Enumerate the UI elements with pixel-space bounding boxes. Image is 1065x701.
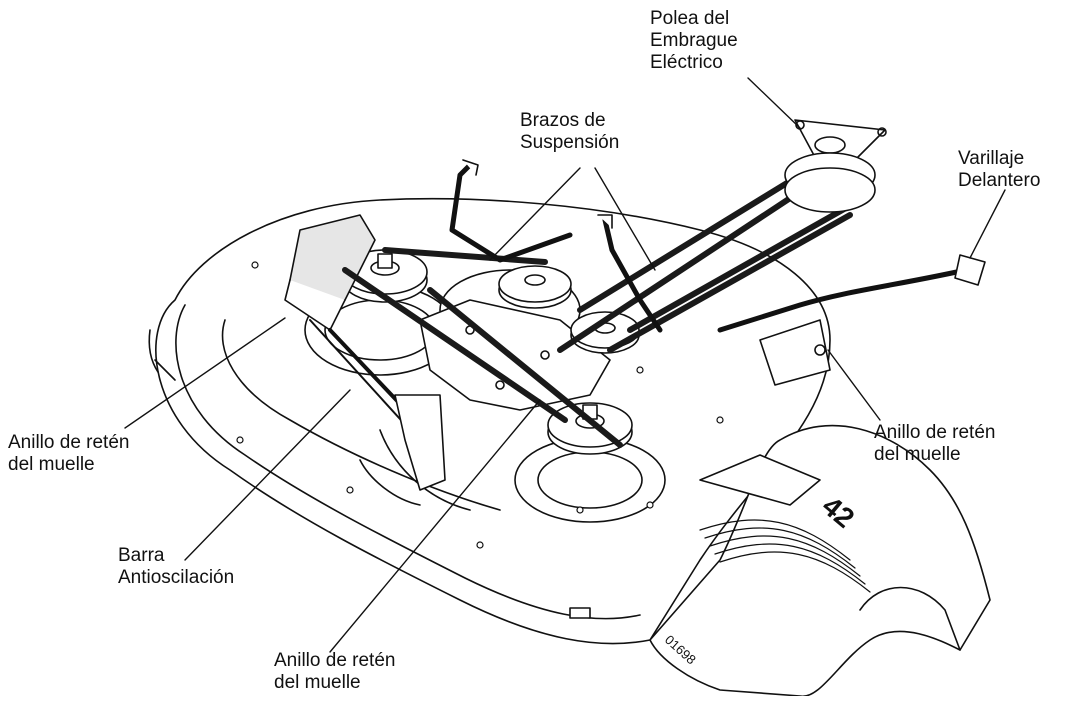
label-anillo-izquierdo: Anillo de retén del muelle xyxy=(8,432,129,476)
label-varillaje-delantero: Varillaje Delantero xyxy=(958,148,1040,192)
suspension-arm-right xyxy=(602,217,663,333)
label-line: Embrague xyxy=(650,30,738,51)
label-line: Anillo de retén xyxy=(8,432,130,453)
label-barra-antioscilacion: Barra Antioscilación xyxy=(118,545,234,589)
label-line: Suspensión xyxy=(520,132,620,153)
label-brazos-suspension: Brazos de Suspensión xyxy=(520,110,619,154)
label-line: Barra xyxy=(118,545,165,566)
label-line: Delantero xyxy=(958,170,1041,191)
drive-belts xyxy=(342,172,863,448)
deck-rim xyxy=(175,304,641,620)
label-line: Antioscilación xyxy=(118,567,235,588)
label-line: Polea del xyxy=(650,8,730,29)
label-line: del muelle xyxy=(874,444,961,465)
deck-bolts xyxy=(236,261,724,549)
deck-inner-rim xyxy=(221,319,501,511)
label-line: Brazos de xyxy=(520,110,606,131)
leader-lines xyxy=(124,77,1006,653)
suspension-arm-left xyxy=(449,162,573,263)
label-line: Anillo de retén xyxy=(274,650,396,671)
label-line: Anillo de retén xyxy=(874,422,996,443)
label-line: del muelle xyxy=(274,672,361,693)
label-line: Eléctrico xyxy=(650,52,723,73)
label-polea-embrague: Polea del Embrague Eléctrico xyxy=(650,8,738,74)
front-linkage xyxy=(717,265,978,333)
chute-ribs xyxy=(699,519,871,593)
label-line: del muelle xyxy=(8,454,95,475)
label-anillo-inferior: Anillo de retén del muelle xyxy=(274,650,395,694)
label-line: Varillaje xyxy=(958,148,1025,169)
label-anillo-derecho: Anillo de retén del muelle xyxy=(874,422,995,466)
